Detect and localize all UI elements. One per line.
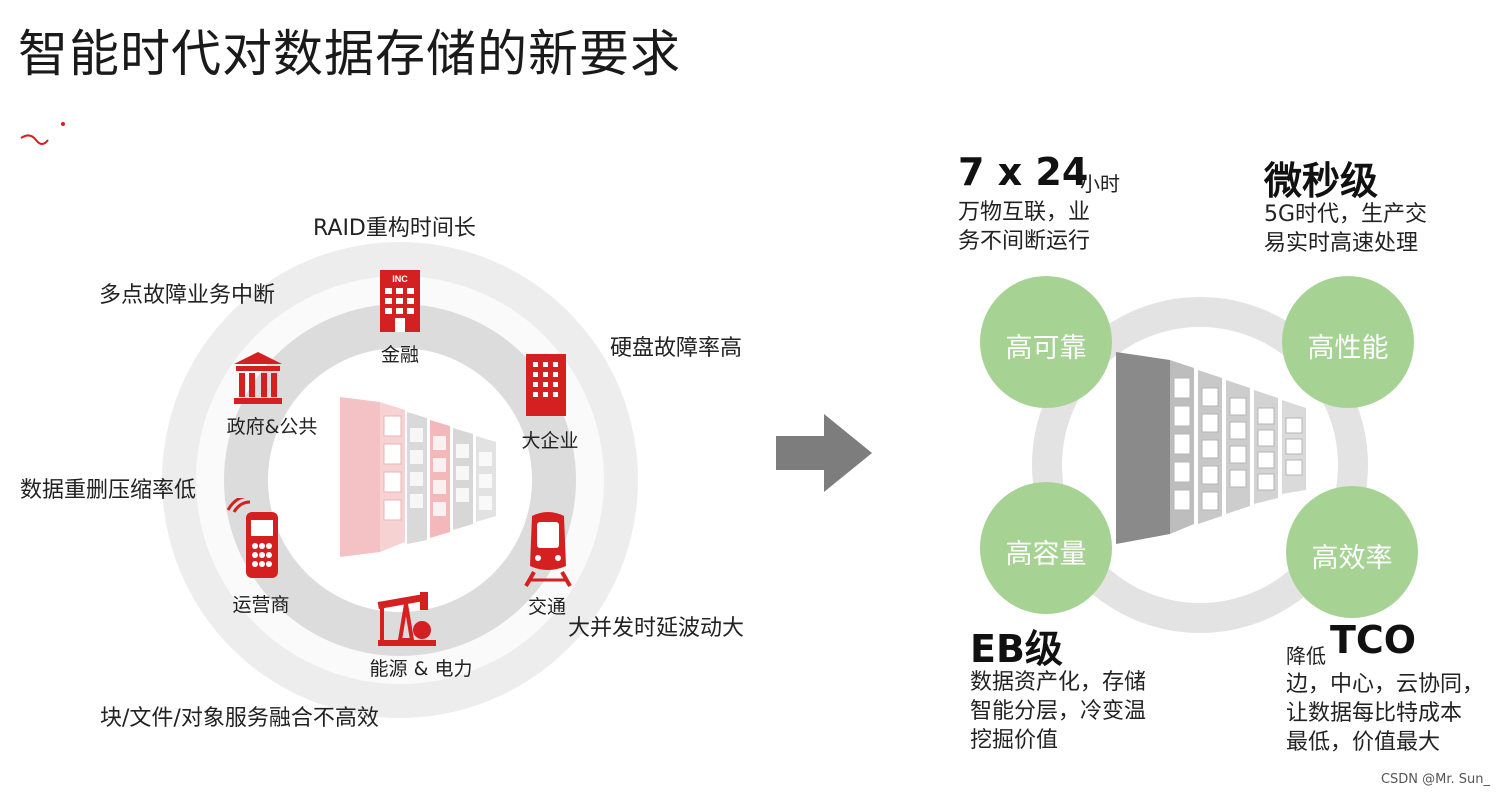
industry-finance-label: 金融 xyxy=(380,344,419,366)
capacity-headline: EB级 xyxy=(970,627,1063,671)
performance-desc-line1: 5G时代，生产交 xyxy=(1264,202,1428,227)
concurrency-latency-label: 大并发时延波动大 xyxy=(568,616,745,641)
oil-pump-icon xyxy=(377,592,436,646)
efficiency-desc-line2: 让数据每比特成本 xyxy=(1286,701,1463,726)
csdn-watermark: CSDN @Mr. Sun_ xyxy=(1380,772,1490,787)
reliability-headline: 7 x 24 xyxy=(958,150,1089,194)
inc-badge-text: INC xyxy=(392,274,408,284)
page-title: 智能时代对数据存储的新要求 xyxy=(18,25,681,83)
industry-government-label: 政府&公共 xyxy=(226,416,318,438)
reliability-unit: 小时 xyxy=(1080,172,1120,196)
reliability-circle xyxy=(980,276,1112,408)
dedupe-label: 数据重删压缩率低 xyxy=(20,478,197,503)
reliability-desc-line2: 务不间断运行 xyxy=(958,229,1091,254)
storage-rack-faded-icon xyxy=(340,397,496,557)
performance-circle xyxy=(1282,276,1414,408)
right-arrow-icon xyxy=(776,414,872,492)
office-building-icon xyxy=(526,354,566,416)
efficiency-headline: TCO xyxy=(1330,618,1417,662)
capacity-desc-line1: 数据资产化，存储 xyxy=(970,670,1147,695)
reliability-desc-line1: 万物互联，业 xyxy=(958,200,1091,225)
disk-failure-label: 硬盘故障率高 xyxy=(610,336,743,361)
industry-energy-label: 能源 & 电力 xyxy=(369,658,473,680)
mobile-phone-icon xyxy=(226,498,278,578)
scribble-mark xyxy=(20,122,65,145)
performance-desc-line2: 易实时高速处理 xyxy=(1264,231,1419,256)
capacity-circle-label: 高容量 xyxy=(1005,539,1087,570)
industry-carrier-label: 运营商 xyxy=(232,594,290,616)
efficiency-prefix: 降低 xyxy=(1286,644,1326,668)
bank-building-icon: INC xyxy=(380,270,420,332)
efficiency-desc-line3: 最低，价值最大 xyxy=(1286,730,1441,755)
reliability-circle-label: 高可靠 xyxy=(1005,333,1087,364)
multipoint-failure-label: 多点故障业务中断 xyxy=(99,283,276,308)
capacity-desc-line2: 智能分层，冷变温 xyxy=(970,699,1147,724)
government-building-icon xyxy=(234,352,282,404)
raid-rebuild-label: RAID重构时间长 xyxy=(313,216,476,241)
storage-rack-icon xyxy=(1116,352,1306,544)
performance-circle-label: 高性能 xyxy=(1307,333,1389,364)
capacity-desc-line3: 挖掘价值 xyxy=(970,728,1059,753)
efficiency-desc-line1: 边，中心，云协同， xyxy=(1286,672,1485,697)
industry-transport-label: 交通 xyxy=(527,596,566,618)
train-icon xyxy=(524,512,572,587)
capacity-circle xyxy=(980,482,1112,614)
performance-headline: 微秒级 xyxy=(1264,159,1379,203)
service-fusion-label: 块/文件/对象服务融合不高效 xyxy=(100,706,379,731)
efficiency-circle xyxy=(1286,486,1418,618)
industry-enterprise-label: 大企业 xyxy=(521,430,579,452)
efficiency-circle-label: 高效率 xyxy=(1311,543,1393,574)
